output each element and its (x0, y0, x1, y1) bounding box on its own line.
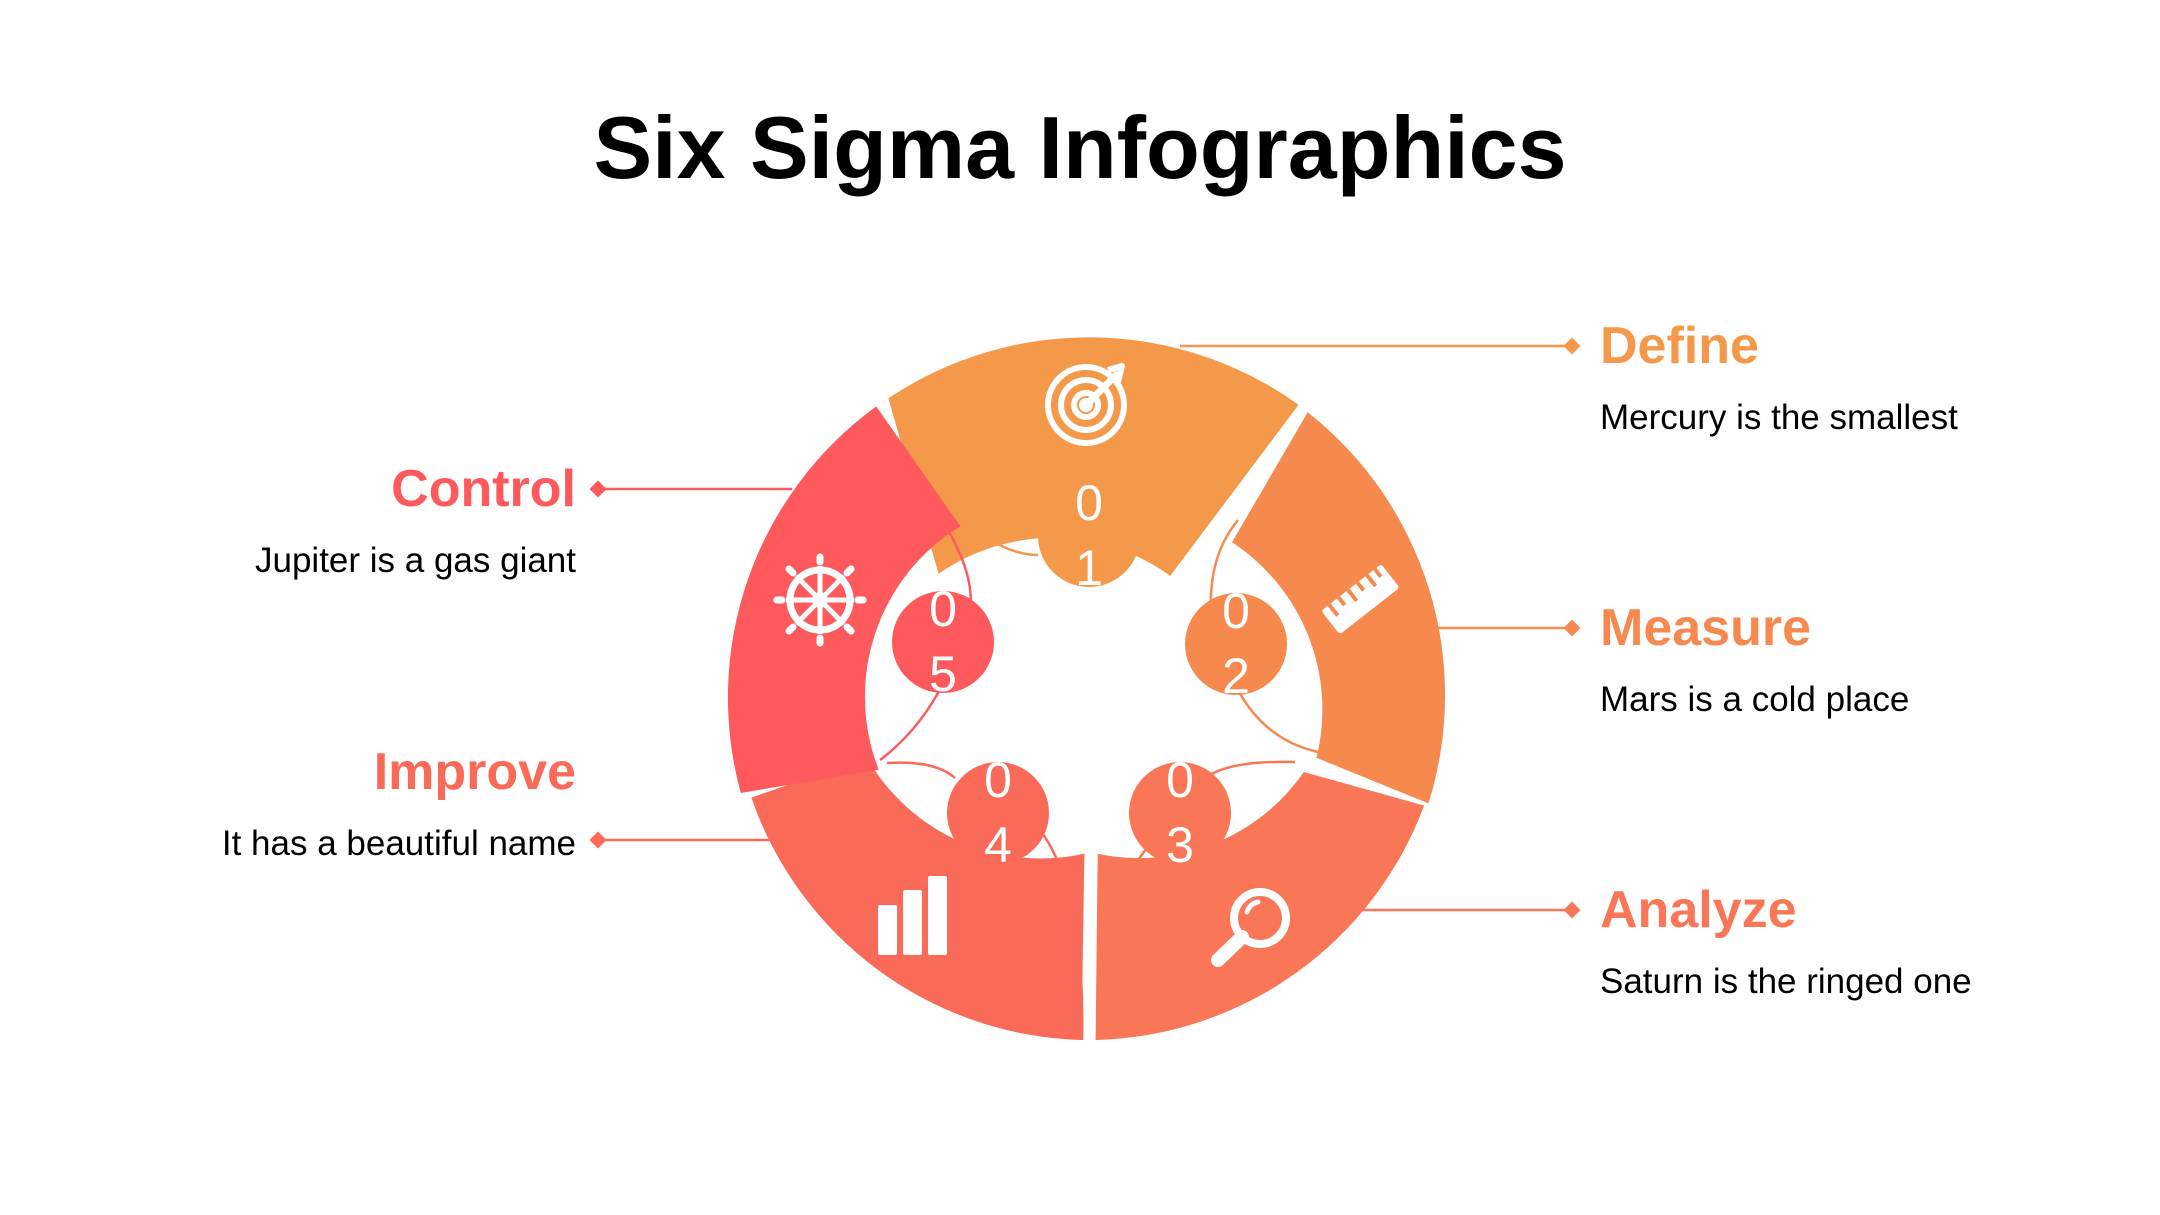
step-control-title: Control (391, 460, 576, 518)
step-define-description: Mercury is the smallest (1600, 398, 1958, 438)
number-04-digit-1: 0 (984, 752, 1012, 808)
step-measure-title: Measure (1600, 599, 1811, 657)
number-02-digit-2: 2 (1222, 648, 1250, 704)
ship-wheel-icon (773, 553, 867, 647)
number-03-digit-2: 3 (1166, 817, 1194, 873)
step-control: Control Jupiter is a gas giant (254, 460, 576, 582)
number-05-digit-1: 0 (929, 581, 957, 637)
number-02-digit-1: 0 (1222, 583, 1250, 639)
step-control-description: Jupiter is a gas giant (254, 541, 576, 581)
step-analyze-description: Saturn is the ringed one (1600, 962, 1972, 1002)
slide-title: Six Sigma Infographics (593, 98, 1567, 197)
number-01-digit-1: 0 (1075, 475, 1103, 531)
segment-analyze (1095, 772, 1425, 1040)
number-badge-03: 0 3 (1129, 752, 1231, 873)
step-measure: Measure Mars is a cold place (1600, 599, 1910, 721)
number-03-digit-1: 0 (1166, 752, 1194, 808)
step-define-title: Define (1600, 317, 1759, 375)
bar-chart-icon (878, 876, 947, 955)
number-05-digit-2: 5 (929, 646, 957, 702)
step-improve-description: It has a beautiful name (221, 824, 576, 864)
number-01-digit-2: 1 (1075, 540, 1103, 596)
step-analyze-title: Analyze (1600, 881, 1797, 939)
number-badge-01: 0 1 (1038, 475, 1140, 596)
step-define: Define Mercury is the smallest (1600, 317, 1958, 439)
callout-lines (598, 344, 1572, 912)
ruler-icon (1322, 565, 1399, 634)
step-improve-title: Improve (373, 743, 576, 801)
number-04-digit-2: 4 (984, 817, 1012, 873)
number-badge-05: 0 5 (892, 581, 994, 702)
number-badge-04: 0 4 (947, 752, 1049, 873)
inner-connectors (879, 487, 1319, 1041)
step-measure-description: Mars is a cold place (1600, 680, 1910, 720)
magnifier-icon (1211, 888, 1290, 967)
number-badge-02: 0 2 (1185, 583, 1287, 704)
segment-define (888, 337, 1299, 576)
step-analyze: Analyze Saturn is the ringed one (1600, 881, 1972, 1003)
ring-segments (727, 337, 1446, 1040)
step-improve: Improve It has a beautiful name (221, 743, 576, 865)
target-icon (1045, 363, 1127, 446)
